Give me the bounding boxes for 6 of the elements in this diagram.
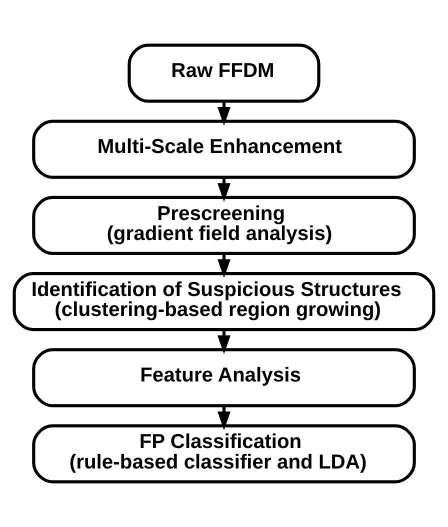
node-box: Raw FFDM xyxy=(128,44,320,103)
node-box: Identification of Suspicious Structures (clustering-based region growing) xyxy=(12,272,436,332)
node-box: Prescreening (gradient field analysis) xyxy=(32,196,416,255)
node-box: FP Classification (rule-based classifier and LDA) xyxy=(32,424,416,484)
node-box: Feature Analysis xyxy=(32,348,416,408)
node-box: Multi-Scale Enhancement xyxy=(32,120,416,179)
